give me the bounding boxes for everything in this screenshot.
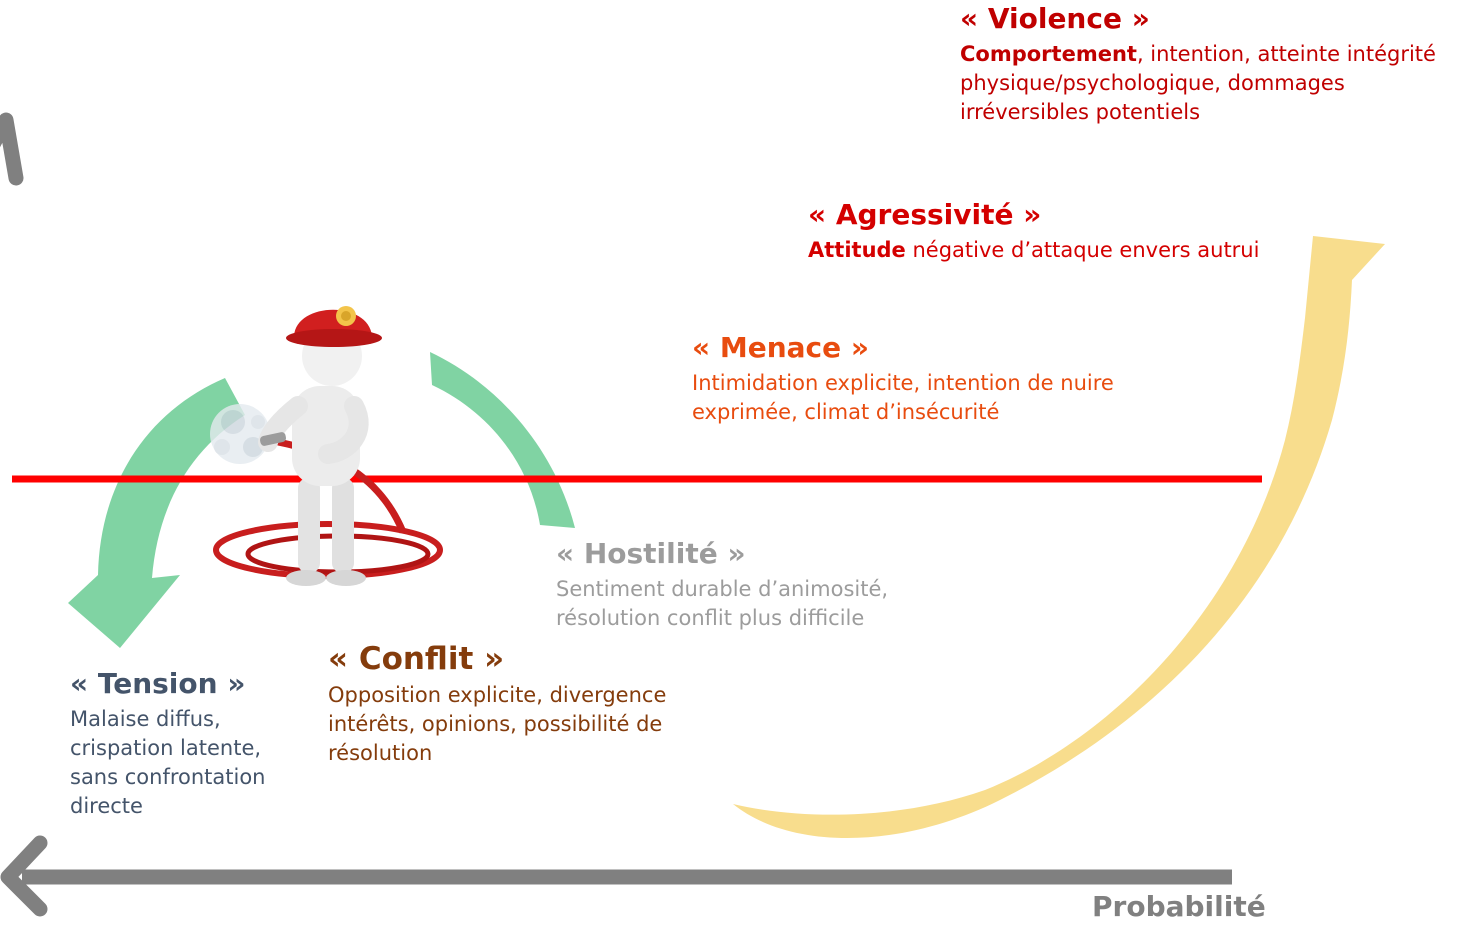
- stage-menace: « Menace » Intimidation explicite, inten…: [692, 331, 1252, 427]
- water-spray-icon: [210, 404, 270, 464]
- stage-agressivite-title: « Agressivité »: [808, 198, 1042, 231]
- stage-agressivite: « Agressivité » Attitude négative d’atta…: [808, 198, 1368, 265]
- stage-conflit-desc: Opposition explicite, divergence intérêt…: [328, 683, 667, 765]
- stage-violence-title: « Violence »: [960, 2, 1150, 35]
- arrow-up-icon: [0, 112, 24, 186]
- stage-conflit-title: « Conflit »: [328, 641, 505, 677]
- stage-tension-title: « Tension »: [70, 667, 246, 700]
- stage-agressivite-desc: Attitude négative d’attaque envers autru…: [808, 236, 1368, 265]
- stage-hostilite: « Hostilité » Sentiment durable d’animos…: [556, 537, 956, 633]
- stage-violence-desc-bold: Comportement: [960, 42, 1137, 66]
- stage-tension: « Tension » Malaise diffus, crispation l…: [70, 667, 300, 821]
- stage-conflit: « Conflit » Opposition explicite, diverg…: [328, 641, 748, 768]
- escalation-arrow: [733, 236, 1385, 839]
- stage-violence-desc: Comportement, intention, atteinte intégr…: [960, 40, 1470, 127]
- stage-hostilite-desc: Sentiment durable d’animosité, résolutio…: [556, 577, 889, 630]
- stage-violence-desc-rest: , intention, atteinte intégrité physique…: [960, 42, 1436, 124]
- stage-violence: « Violence » Comportement, intention, at…: [960, 2, 1470, 127]
- stage-menace-title: « Menace »: [692, 331, 869, 364]
- probability-label: Probabilité: [1092, 890, 1266, 923]
- stage-agressivite-desc-bold: Attitude: [808, 238, 906, 262]
- stage-tension-desc: Malaise diffus, crispation latente, sans…: [70, 707, 266, 818]
- stage-agressivite-desc-rest: négative d’attaque envers autrui: [905, 238, 1260, 262]
- deescalation-arrow-left: [68, 378, 245, 648]
- stage-menace-desc: Intimidation explicite, intention de nui…: [692, 371, 1114, 424]
- firefighter-with-hose-icon: [210, 306, 443, 586]
- arrow-left-icon: [0, 835, 48, 917]
- stage-hostilite-title: « Hostilité »: [556, 537, 746, 570]
- deescalation-arrow: [430, 352, 575, 528]
